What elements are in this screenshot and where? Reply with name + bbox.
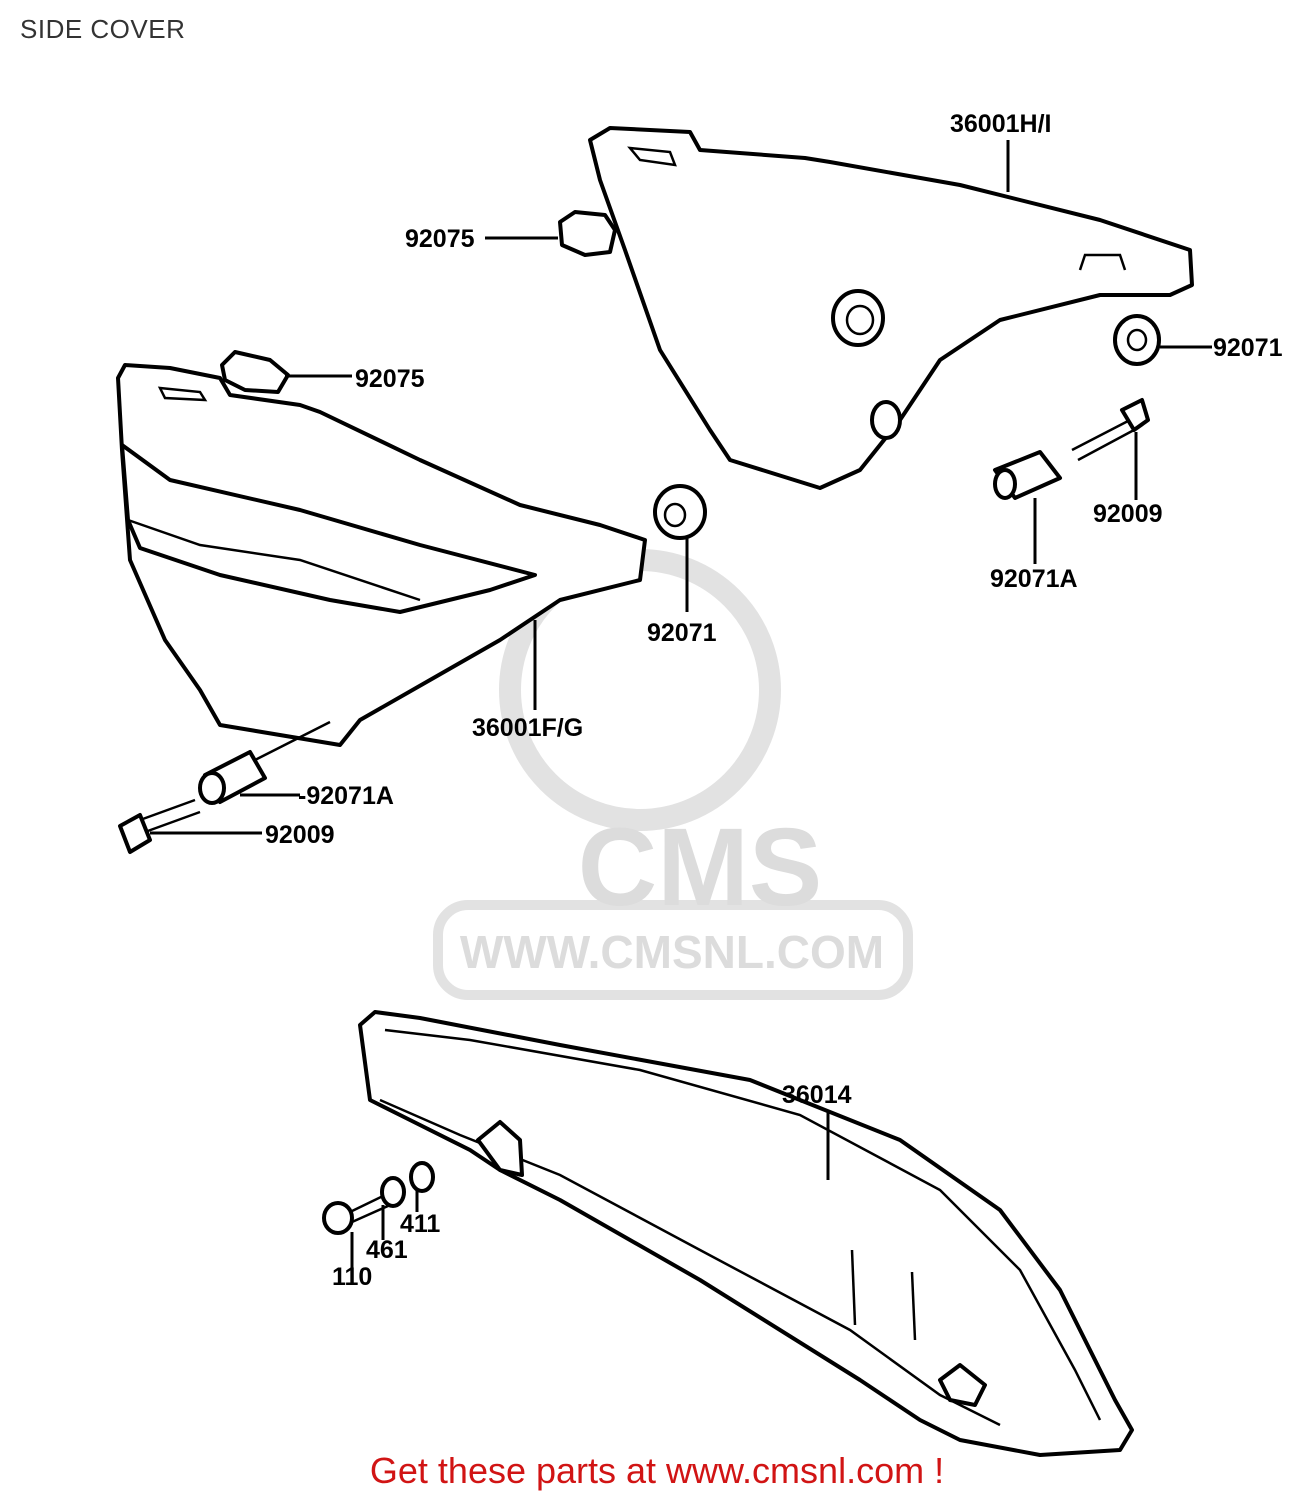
grommet-92075-left xyxy=(220,350,290,394)
label-36014: 36014 xyxy=(782,1081,852,1109)
damper-92071-mid xyxy=(653,484,707,540)
label-36001hi: 36001H/I xyxy=(950,110,1051,138)
watermark-url: WWW.CMSNL.COM xyxy=(460,926,884,978)
watermark: CMS WWW.CMSNL.COM xyxy=(433,549,913,1000)
watermark-brand: CMS xyxy=(578,806,822,929)
collar-92071a-right xyxy=(993,450,1062,500)
label-461: 461 xyxy=(366,1236,408,1264)
label-92009-left: 92009 xyxy=(265,821,335,849)
bolt-92009-right xyxy=(1071,398,1150,462)
label-92075-top: 92075 xyxy=(405,225,475,253)
footer-promo-link[interactable]: Get these parts at www.cmsnl.com ! xyxy=(369,1450,945,1491)
label-36001fg: 36001F/G xyxy=(472,714,583,742)
label-92071a-left: -92071A xyxy=(298,782,394,810)
label-411: 411 xyxy=(400,1210,440,1238)
chain-cover-part xyxy=(358,1010,1134,1457)
watermark-url-frame xyxy=(433,900,913,1000)
washer-461-part xyxy=(380,1176,406,1208)
bolt-92009-left xyxy=(118,798,201,854)
label-92071-mid: 92071 xyxy=(647,619,717,647)
side-cover-left-part xyxy=(116,363,647,747)
collar-92071a-left xyxy=(198,750,267,805)
page-title: SIDE COVER xyxy=(20,14,186,44)
label-92071a-right: 92071A xyxy=(990,565,1078,593)
side-cover-right-part xyxy=(588,126,1194,490)
damper-92071-right xyxy=(1113,314,1161,366)
bolt-110-part xyxy=(322,1193,389,1235)
label-92075-left: 92075 xyxy=(355,365,425,393)
label-92009-right: 92009 xyxy=(1093,500,1163,528)
label-110: 110 xyxy=(332,1263,372,1291)
washer-411-part xyxy=(409,1161,435,1193)
label-92071-right: 92071 xyxy=(1213,334,1283,362)
assembly-line xyxy=(254,720,331,762)
grommet-92075-top xyxy=(558,210,617,257)
